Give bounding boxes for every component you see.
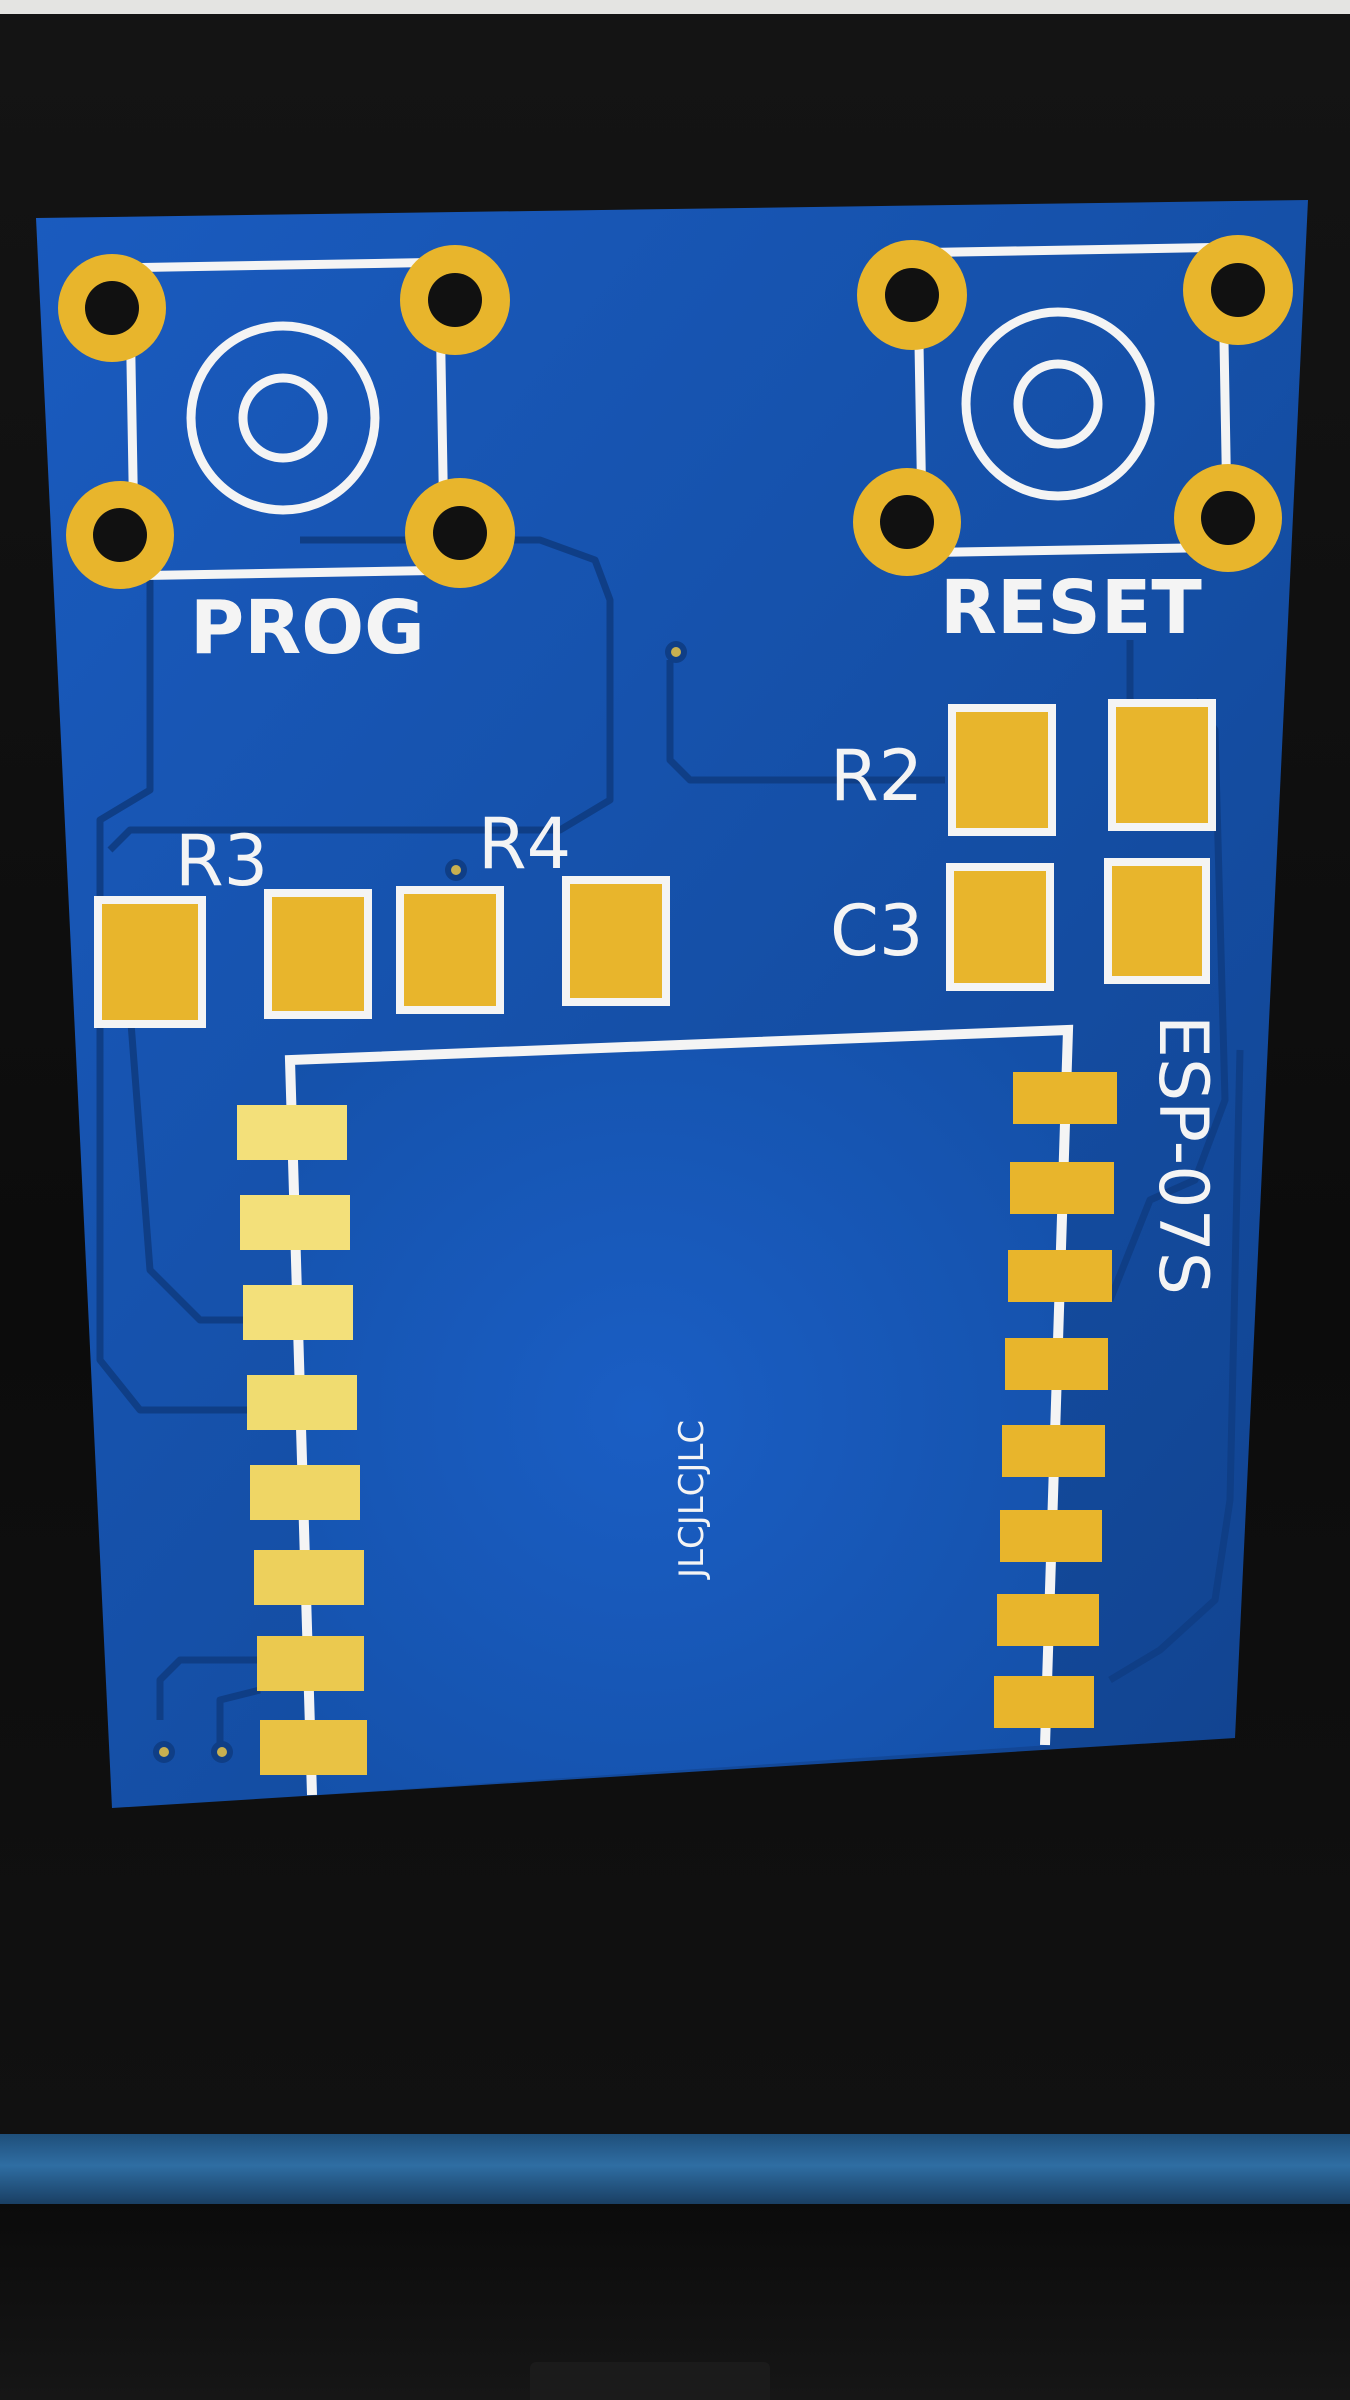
resistor-r4[interactable] [396, 876, 670, 1014]
switch-reset[interactable] [853, 235, 1293, 576]
capacitor-c3-label: C3 [830, 890, 923, 972]
screen-bottom-edge [0, 2134, 1350, 2204]
esp-pad-left-6[interactable] [254, 1550, 364, 1605]
esp-pad-right-5[interactable] [1002, 1425, 1105, 1477]
esp-pad-left-4[interactable] [247, 1375, 357, 1430]
resistor-r3-pad-1[interactable] [94, 896, 206, 1028]
esp-pad-right-8[interactable] [994, 1676, 1094, 1728]
esp-module-label: ESP-07S [1143, 1015, 1222, 1295]
resistor-r3[interactable] [94, 889, 372, 1028]
resistor-r4-label: R4 [478, 803, 571, 885]
capacitor-c3-pad-2[interactable] [1104, 858, 1210, 984]
resistor-r2-pad-1[interactable] [948, 704, 1056, 836]
switch-prog-label: PROG [190, 585, 425, 671]
esp-pad-right-3[interactable] [1008, 1250, 1112, 1302]
resistor-r2[interactable] [948, 699, 1216, 836]
switch-prog[interactable] [58, 245, 515, 589]
fab-marker: JLCJLCJLC [672, 1420, 712, 1580]
esp-pad-right-1[interactable] [1013, 1072, 1117, 1124]
switch-prog-inner-ring [238, 373, 328, 463]
switch-reset-inner-ring [1013, 359, 1103, 449]
esp-pad-left-1[interactable] [237, 1105, 347, 1160]
esp-pad-left-7[interactable] [257, 1636, 364, 1691]
switch-reset-outer-ring [961, 307, 1155, 501]
switch-reset-label: RESET [940, 565, 1202, 651]
resistor-r3-pad-2[interactable] [264, 889, 372, 1019]
esp-pad-right-4[interactable] [1005, 1338, 1108, 1390]
resistor-r4-pad-2[interactable] [562, 876, 670, 1006]
switch-prog-outer-ring [186, 321, 380, 515]
capacitor-c3-pad-1[interactable] [946, 863, 1054, 991]
esp-pad-left-8[interactable] [260, 1720, 367, 1775]
esp-pad-left-3[interactable] [243, 1285, 353, 1340]
switch-prog-outline [124, 257, 450, 581]
capacitor-c3[interactable] [946, 858, 1210, 991]
esp-pad-right-7[interactable] [997, 1594, 1099, 1646]
esp-pad-right-6[interactable] [1000, 1510, 1102, 1562]
esp-module-pads-left [237, 1105, 367, 1775]
esp-module-body [290, 1030, 1068, 1795]
esp-pad-left-5[interactable] [250, 1465, 360, 1520]
resistor-r3-label: R3 [175, 820, 268, 902]
monitor-logo [530, 2362, 770, 2400]
resistor-r4-pad-1[interactable] [396, 886, 504, 1014]
background-wall [0, 0, 1350, 14]
resistor-r2-pad-2[interactable] [1108, 699, 1216, 831]
esp-pad-left-2[interactable] [240, 1195, 350, 1250]
resistor-r2-label: R2 [830, 735, 923, 817]
esp-pad-right-2[interactable] [1010, 1162, 1114, 1214]
switch-reset-outline [912, 242, 1233, 558]
esp-module-pads-right [994, 1072, 1117, 1728]
